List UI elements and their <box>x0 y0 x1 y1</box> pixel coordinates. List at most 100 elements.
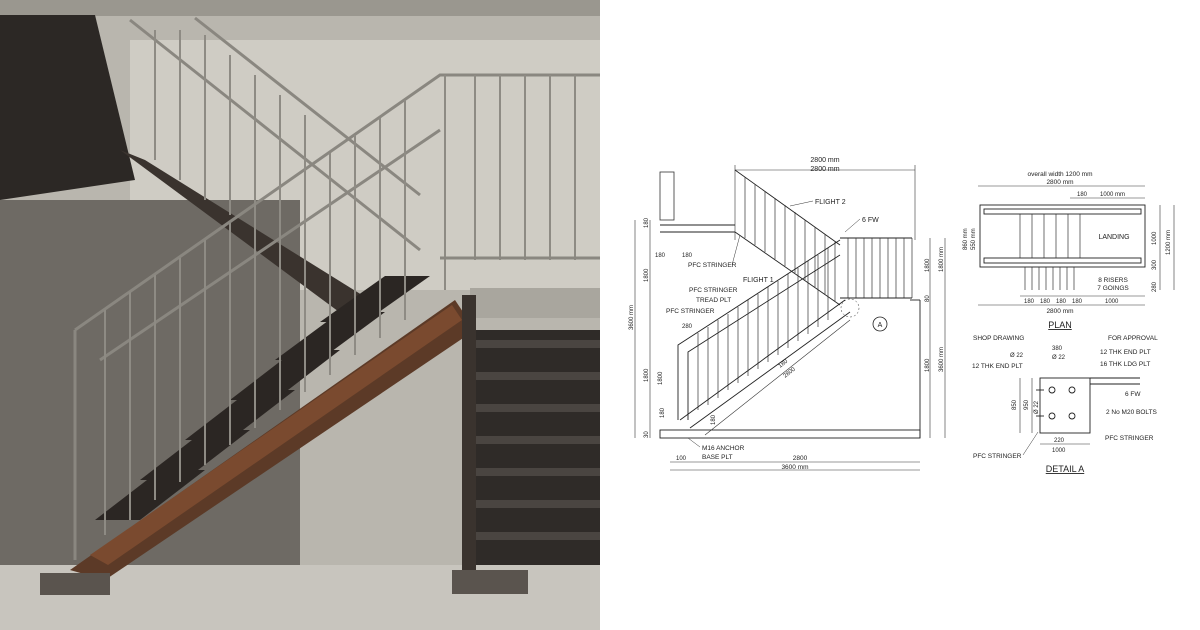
ceiling-slab <box>0 0 600 16</box>
elev-tread: TREAD PLT <box>696 297 731 304</box>
elev-diag-180: 180 <box>778 358 790 369</box>
right-stair-treads <box>470 340 600 540</box>
detail-pfc-left: PFC STRINGER <box>973 453 1022 460</box>
elev-baseplt: BASE PLT <box>702 454 733 461</box>
detail-phi22a: Ø 22 <box>1010 353 1024 359</box>
plan-r1200: 1200 mm <box>1166 230 1172 255</box>
detail-220: 220 <box>1054 438 1065 444</box>
plan-1000: 1000 mm <box>1100 192 1125 198</box>
technical-drawing: 2800 mm 2800 mm <box>600 0 1200 630</box>
elev-v-180: 180 <box>711 414 717 425</box>
plan-r1000: 1000 <box>1152 231 1158 245</box>
detail-marker <box>872 316 888 332</box>
detail-1000: 1000 <box>1052 448 1066 454</box>
elev-pfc-top: PFC STRINGER <box>688 262 737 269</box>
handrails <box>73 16 600 560</box>
elev-right-1800mm: 1800 mm <box>939 247 945 272</box>
detail-bolts: 2 No M20 BOLTS <box>1106 409 1157 416</box>
elev-top-width2: 2800 mm <box>810 166 839 173</box>
elev-180b: 180 <box>682 253 693 259</box>
detail-shop: SHOP DRAWING <box>973 335 1024 342</box>
elev-left-1800-inner: 1800 <box>658 371 664 385</box>
elev-bottom-3600: 3600 mm <box>781 464 808 471</box>
plan-bottom-2800: 2800 mm <box>1046 308 1073 315</box>
elev-pfc-1: PFC STRINGER <box>689 287 738 294</box>
flight2-balusters <box>744 177 836 301</box>
plan-going-4: 180 <box>1072 299 1083 305</box>
detail-fw: 6 FW <box>1125 391 1141 398</box>
elev-wall <box>659 171 675 221</box>
main-stringer-web <box>90 305 462 565</box>
elev-280: 280 <box>682 324 693 330</box>
detail-marker-label: A <box>878 322 883 329</box>
elev-left-180b: 180 <box>660 407 666 418</box>
plan-goings: 7 GOINGS <box>1097 285 1129 292</box>
plan-going-3: 180 <box>1056 299 1067 305</box>
landing-slab <box>470 288 600 318</box>
elev-flight1: FLIGHT 1 <box>743 277 774 284</box>
elev-right-3600: 3600 mm <box>939 347 945 372</box>
elev-right-80: 80 <box>925 295 931 302</box>
elev-left-30: 30 <box>644 431 650 438</box>
support-post <box>462 295 476 580</box>
elevation-view: 2800 mm 2800 mm <box>629 157 946 471</box>
plan-width-2800: 2800 mm <box>1046 179 1073 186</box>
detail-endplt-left: 12 THK END PLT <box>972 363 1023 370</box>
plan-view: overall width 1200 mm 2800 mm 180 1000 m… <box>963 171 1175 330</box>
upper-flight <box>0 15 135 200</box>
plan-r280: 280 <box>1152 281 1158 292</box>
plan-title: PLAN <box>1048 320 1072 330</box>
staircase-photo <box>0 0 600 630</box>
plan-treads <box>1019 214 1081 258</box>
detail-title: DETAIL A <box>1046 464 1085 474</box>
plan-left-550: 550 mm <box>971 228 977 250</box>
detail-endplt-right: 12 THK END PLT <box>1100 349 1151 356</box>
elev-top-width: 2800 mm <box>810 157 839 164</box>
plan-1000b: 1000 <box>1105 299 1119 305</box>
bolt-1 <box>1048 386 1056 394</box>
plan-going-1: 180 <box>1024 299 1035 305</box>
landing-balusters <box>847 238 913 298</box>
base-plate-right <box>452 570 528 594</box>
plan-left-860: 860 mm <box>963 228 969 250</box>
detail-d22: Ø 22 <box>1034 400 1040 414</box>
bolt-4 <box>1068 412 1076 420</box>
elev-pfc-2: PFC STRINGER <box>666 308 715 315</box>
detail-pfc-right: PFC STRINGER <box>1105 435 1154 442</box>
elev-left-overall: 3600 mm <box>629 305 635 330</box>
plan-risers: 8 RISERS <box>1098 277 1128 284</box>
detail-approval: FOR APPROVAL <box>1108 335 1158 342</box>
bolt-3 <box>1048 412 1056 420</box>
detail-ldgplt: 16 THK LDG PLT <box>1100 361 1150 368</box>
elev-180a: 180 <box>655 253 666 259</box>
plan-lower-flight <box>1020 266 1090 290</box>
plan-r300: 300 <box>1152 259 1158 270</box>
elev-100: 100 <box>676 456 687 462</box>
elev-left-180: 180 <box>644 217 650 228</box>
plan-180: 180 <box>1077 192 1088 198</box>
plan-going-2: 180 <box>1040 299 1051 305</box>
flight1-balusters <box>697 248 829 410</box>
detail-380: 380 <box>1052 346 1063 352</box>
detail-850: 850 <box>1012 399 1018 410</box>
detail-view: SHOP DRAWING FOR APPROVAL 380 Ø 22 Ø 22 … <box>972 335 1158 474</box>
detail-phi22b: Ø 22 <box>1052 355 1066 361</box>
elev-left-1800-bot: 1800 <box>644 368 650 382</box>
elev-left-1800-top: 1800 <box>644 268 650 282</box>
plan-overall-width: overall width 1200 mm <box>1027 171 1092 178</box>
base-plate-left <box>40 573 110 595</box>
elev-anchor: M16 ANCHOR <box>702 445 745 452</box>
upper-stringer <box>120 150 370 320</box>
elev-diag-2800: 2800 <box>783 366 798 379</box>
bolt-2 <box>1068 386 1076 394</box>
balusters <box>104 30 576 535</box>
elev-bottom-2800: 2800 <box>793 455 808 462</box>
elev-flight2: FLIGHT 2 <box>815 199 846 206</box>
detail-950: 950 <box>1024 399 1030 410</box>
right-stair-shadow <box>470 330 600 570</box>
plan-landing: LANDING <box>1098 234 1129 241</box>
elev-right-1800: 1800 <box>925 258 931 272</box>
elev-right-1800b: 1800 <box>925 358 931 372</box>
elev-6fw: 6 FW <box>862 217 879 224</box>
